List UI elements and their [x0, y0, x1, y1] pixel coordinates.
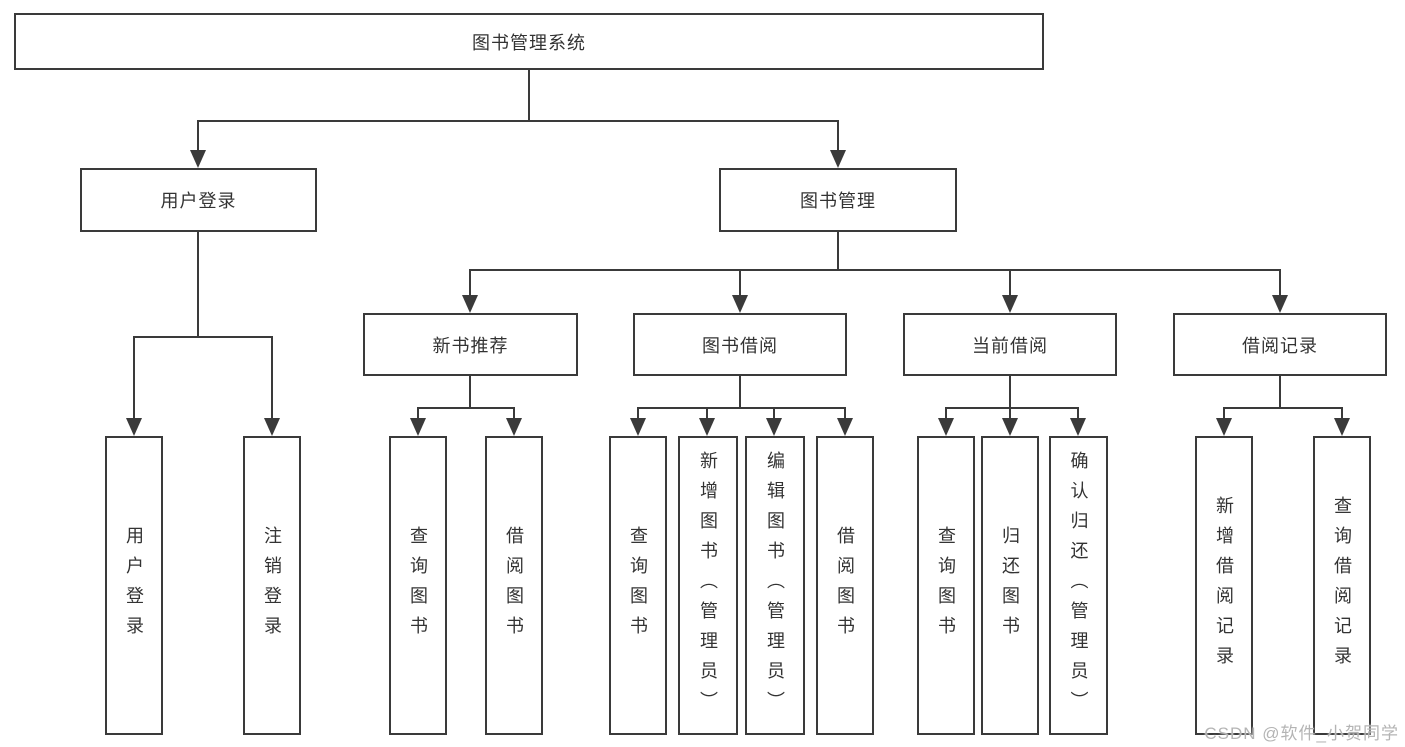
leaf-query-books-1: 查询图书 [389, 436, 447, 735]
connector-borrowing-records-hbar [1223, 407, 1343, 409]
node-label: 借阅记录 [1242, 335, 1318, 356]
node-book-management-branch: 图书管理 [719, 168, 957, 232]
arrow-to-confirm-return-admin [1077, 407, 1079, 418]
connector-book-borrowing-hbar [637, 407, 846, 409]
node-label: 用户登录 [160, 191, 237, 211]
connector-current-borrowing-hbar [945, 407, 1079, 409]
leaf-query-books-3: 查询图书 [917, 436, 975, 735]
leaf-label: 查询借阅记录 [1332, 495, 1352, 676]
leaf-label: 查询图书 [628, 525, 648, 646]
leaf-label: 借阅图书 [835, 525, 855, 646]
node-library-management-system: 图书管理系统 [14, 13, 1044, 70]
arrow-to-add-borrow-record [1223, 407, 1225, 418]
csdn-watermark: CSDN @软件_小贺同学 [1204, 724, 1399, 743]
connector-root-hbar [197, 120, 839, 122]
arrow-to-borrow-books-2 [844, 407, 846, 418]
arrow-to-new-book-recommend [469, 269, 471, 295]
connector-new-book-recommend-hbar [417, 407, 515, 409]
arrow-to-book-management-branch [837, 120, 839, 150]
arrow-to-logout-leaf [271, 336, 273, 418]
node-borrowing-records: 借阅记录 [1173, 313, 1387, 376]
node-label: 当前借阅 [972, 335, 1048, 356]
connector-new-book-recommend-stem [469, 376, 471, 407]
leaf-label: 编辑图书（管理员） [765, 450, 785, 721]
leaf-label: 用户登录 [124, 525, 144, 646]
connector-book-management-stem [837, 232, 839, 269]
leaf-confirm-return-admin: 确认归还（管理员） [1049, 436, 1108, 735]
node-user-login-branch: 用户登录 [80, 168, 317, 232]
arrow-to-current-borrowing [1009, 269, 1011, 295]
leaf-label: 新增图书（管理员） [698, 450, 718, 721]
leaf-user-login: 用户登录 [105, 436, 163, 735]
connector-user-login-stem [197, 232, 199, 336]
connector-borrowing-records-stem [1279, 376, 1281, 407]
leaf-logout: 注销登录 [243, 436, 301, 735]
leaf-label: 查询图书 [408, 525, 428, 646]
leaf-label: 确认归还（管理员） [1068, 450, 1089, 721]
leaf-borrow-books-2: 借阅图书 [816, 436, 874, 735]
leaf-label: 新增借阅记录 [1214, 495, 1234, 676]
arrow-to-query-borrow-record [1341, 407, 1343, 418]
leaf-edit-books-admin: 编辑图书（管理员） [745, 436, 805, 735]
leaf-return-books: 归还图书 [981, 436, 1039, 735]
connector-root-stem [528, 70, 530, 120]
connector-current-borrowing-stem [1009, 376, 1011, 407]
arrow-to-query-books-3 [945, 407, 947, 418]
node-new-book-recommend: 新书推荐 [363, 313, 578, 376]
leaf-query-borrow-record: 查询借阅记录 [1313, 436, 1371, 735]
connector-book-management-hbar [469, 269, 1281, 271]
leaf-label: 借阅图书 [504, 525, 524, 646]
arrow-to-book-borrowing [739, 269, 741, 295]
connector-user-login-hbar [133, 336, 273, 338]
leaf-label: 查询图书 [936, 525, 956, 646]
leaf-query-books-2: 查询图书 [609, 436, 667, 735]
leaf-label: 归还图书 [1000, 525, 1020, 646]
node-book-borrowing: 图书借阅 [633, 313, 847, 376]
arrow-to-edit-books-admin [773, 407, 775, 418]
node-label: 图书管理系统 [472, 32, 586, 53]
leaf-add-books-admin: 新增图书（管理员） [678, 436, 738, 735]
connector-book-borrowing-stem [739, 376, 741, 407]
leaf-label: 注销登录 [262, 525, 282, 646]
arrow-to-user-login-branch [197, 120, 199, 150]
node-label: 新书推荐 [432, 335, 509, 356]
arrow-to-user-login-leaf [133, 336, 135, 418]
leaf-borrow-books-1: 借阅图书 [485, 436, 543, 735]
arrow-to-add-books-admin [706, 407, 708, 418]
arrow-to-query-books-1 [417, 407, 419, 418]
node-current-borrowing: 当前借阅 [903, 313, 1117, 376]
leaf-add-borrow-record: 新增借阅记录 [1195, 436, 1253, 735]
arrow-to-borrow-books-1 [513, 407, 515, 418]
arrow-to-query-books-2 [637, 407, 639, 418]
node-label: 图书借阅 [702, 335, 778, 356]
node-label: 图书管理 [800, 191, 876, 211]
arrow-to-return-books [1009, 407, 1011, 418]
arrow-to-borrowing-records [1279, 269, 1281, 295]
